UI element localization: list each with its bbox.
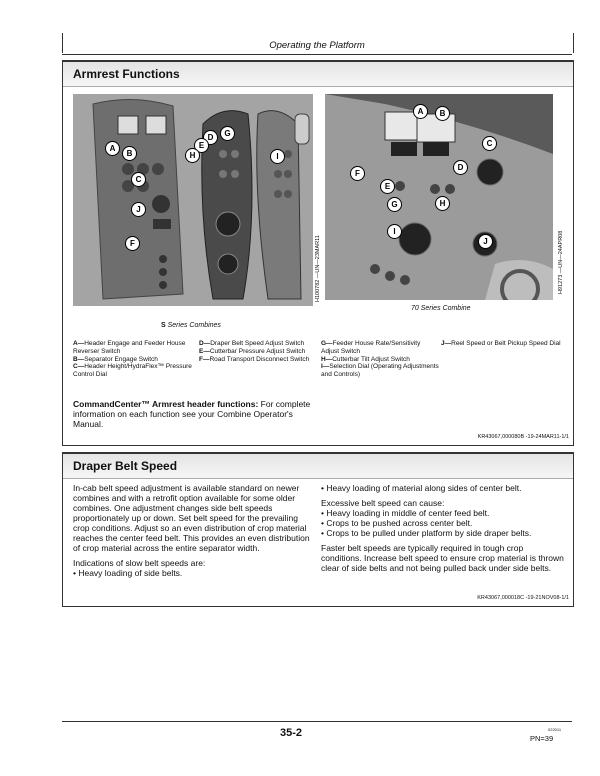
70-series-figure-code: H91273 —UN—24APR08 (558, 230, 564, 294)
callout-s-i: I (270, 149, 285, 164)
commandcenter-note: CommandCenter™ Armrest header functions:… (73, 399, 313, 429)
callout-70-c: C (482, 136, 497, 151)
callout-s-g: G (220, 126, 235, 141)
running-head: Operating the Platform (269, 40, 365, 51)
callout-s-f: F (125, 236, 140, 251)
draper-title-bar: Draper Belt Speed (63, 454, 573, 479)
s-series-figure-code: H100782 —UN—23MAR11 (315, 235, 321, 302)
legend-item: D—Draper Belt Speed Adjust Switch (199, 340, 305, 347)
commandcenter-note-lead: CommandCenter™ Armrest header functions: (73, 399, 259, 409)
s-series-armrest-photo: A B C J F D E G H I (73, 94, 313, 306)
list-item: Crops to be pulled under platform by sid… (321, 528, 566, 538)
callout-s-b: B (122, 146, 137, 161)
list-item: Heavy loading of side belts. (73, 568, 313, 578)
faster-note: Faster belt speeds are typically require… (321, 543, 564, 573)
draper-reference: KR43067,000018C -19-21NOV08-1/1 (477, 595, 569, 601)
callout-s-j: J (131, 202, 146, 217)
callout-s-h: H (185, 148, 200, 163)
callout-70-j: J (478, 234, 493, 249)
slow-list-cont: Heavy loading of material along sides of… (321, 483, 566, 493)
callout-70-b: B (435, 106, 450, 121)
legend-item: B—Separator Engage Switch (73, 355, 158, 363)
callout-s-c: C (131, 172, 146, 187)
draper-title: Draper Belt Speed (73, 459, 178, 473)
armrest-reference: KR43067,000080B -19-24MAR11-1/1 (477, 434, 569, 440)
draper-section: Draper Belt Speed In-cab belt speed adju… (62, 452, 574, 607)
callout-70-a: A (413, 104, 428, 119)
callout-70-h: H (435, 196, 450, 211)
legend-item: F—Road Transport Disconnect Switch (199, 355, 310, 363)
legend-col-4: J—Reel Speed or Belt Pickup Speed Dial (441, 340, 561, 348)
header-frame (62, 33, 574, 53)
commandcenter-note-text: For complete information on each functio… (73, 399, 311, 429)
s-series-caption-label: S (161, 322, 166, 329)
footer-date-code: 022011 (548, 727, 562, 732)
footer-rule (62, 721, 572, 722)
legend-col-1: A—Header Engage and Feeder House Reverse… (73, 340, 197, 379)
callout-70-g: G (387, 197, 402, 212)
callout-70-i: I (387, 224, 402, 239)
70-series-armrest-photo: A B C D E F G H I J (325, 94, 553, 300)
armrest-title: Armrest Functions (73, 67, 180, 81)
s-series-caption-text: Series Combines (167, 322, 221, 329)
legend-item: J—Reel Speed or Belt Pickup Speed Dial (441, 340, 561, 347)
list-item: Heavy loading of material along sides of… (321, 483, 566, 493)
legend-item: G—Feeder House Rate/Sensitivity Adjust S… (321, 340, 421, 355)
callout-70-f: F (350, 166, 365, 181)
slow-list: Heavy loading of side belts. (73, 568, 313, 578)
legend-item: C—Header Height/HydraFlex™ Pressure Cont… (73, 363, 192, 379)
legend-col-3: G—Feeder House Rate/Sensitivity Adjust S… (321, 340, 439, 379)
callout-70-d: D (453, 160, 468, 175)
legend-item: E—Cutterbar Pressure Adjust Switch (199, 347, 306, 355)
slow-heading: Indications of slow belt speeds are: (73, 558, 206, 568)
excess-heading: Excessive belt speed can cause: (321, 498, 445, 508)
armrest-title-bar: Armrest Functions (63, 62, 573, 87)
draper-left-column: In-cab belt speed adjustment is availabl… (73, 483, 313, 578)
excess-list: Heavy loading in middle of center feed b… (321, 508, 566, 538)
header-rule (62, 54, 572, 55)
70-series-caption: 70 Series Combine (411, 305, 471, 312)
draper-right-column: Heavy loading of material along sides of… (321, 483, 566, 578)
legend-item: I—Selection Dial (Operating Adjustments … (321, 363, 439, 379)
page-number: 35-2 (280, 727, 303, 739)
legend-col-2: D—Draper Belt Speed Adjust Switch E—Cutt… (199, 340, 319, 363)
armrest-section: Armrest Functions A B C J F D (62, 60, 574, 446)
legend-item: A—Header Engage and Feeder House Reverse… (73, 340, 186, 355)
pn-number: PN=39 (530, 734, 554, 743)
legend-item: H—Cutterbar Tilt Adjust Switch (321, 355, 410, 363)
callout-s-a: A (105, 141, 120, 156)
list-item: Crops to be pushed across center belt. (321, 518, 566, 528)
list-item: Heavy loading in middle of center feed b… (321, 508, 566, 518)
s-series-armrest-illustration (73, 94, 313, 306)
callout-70-e: E (380, 179, 395, 194)
s-series-caption: S Series Combines (161, 322, 221, 329)
draper-intro: In-cab belt speed adjustment is availabl… (73, 483, 310, 553)
